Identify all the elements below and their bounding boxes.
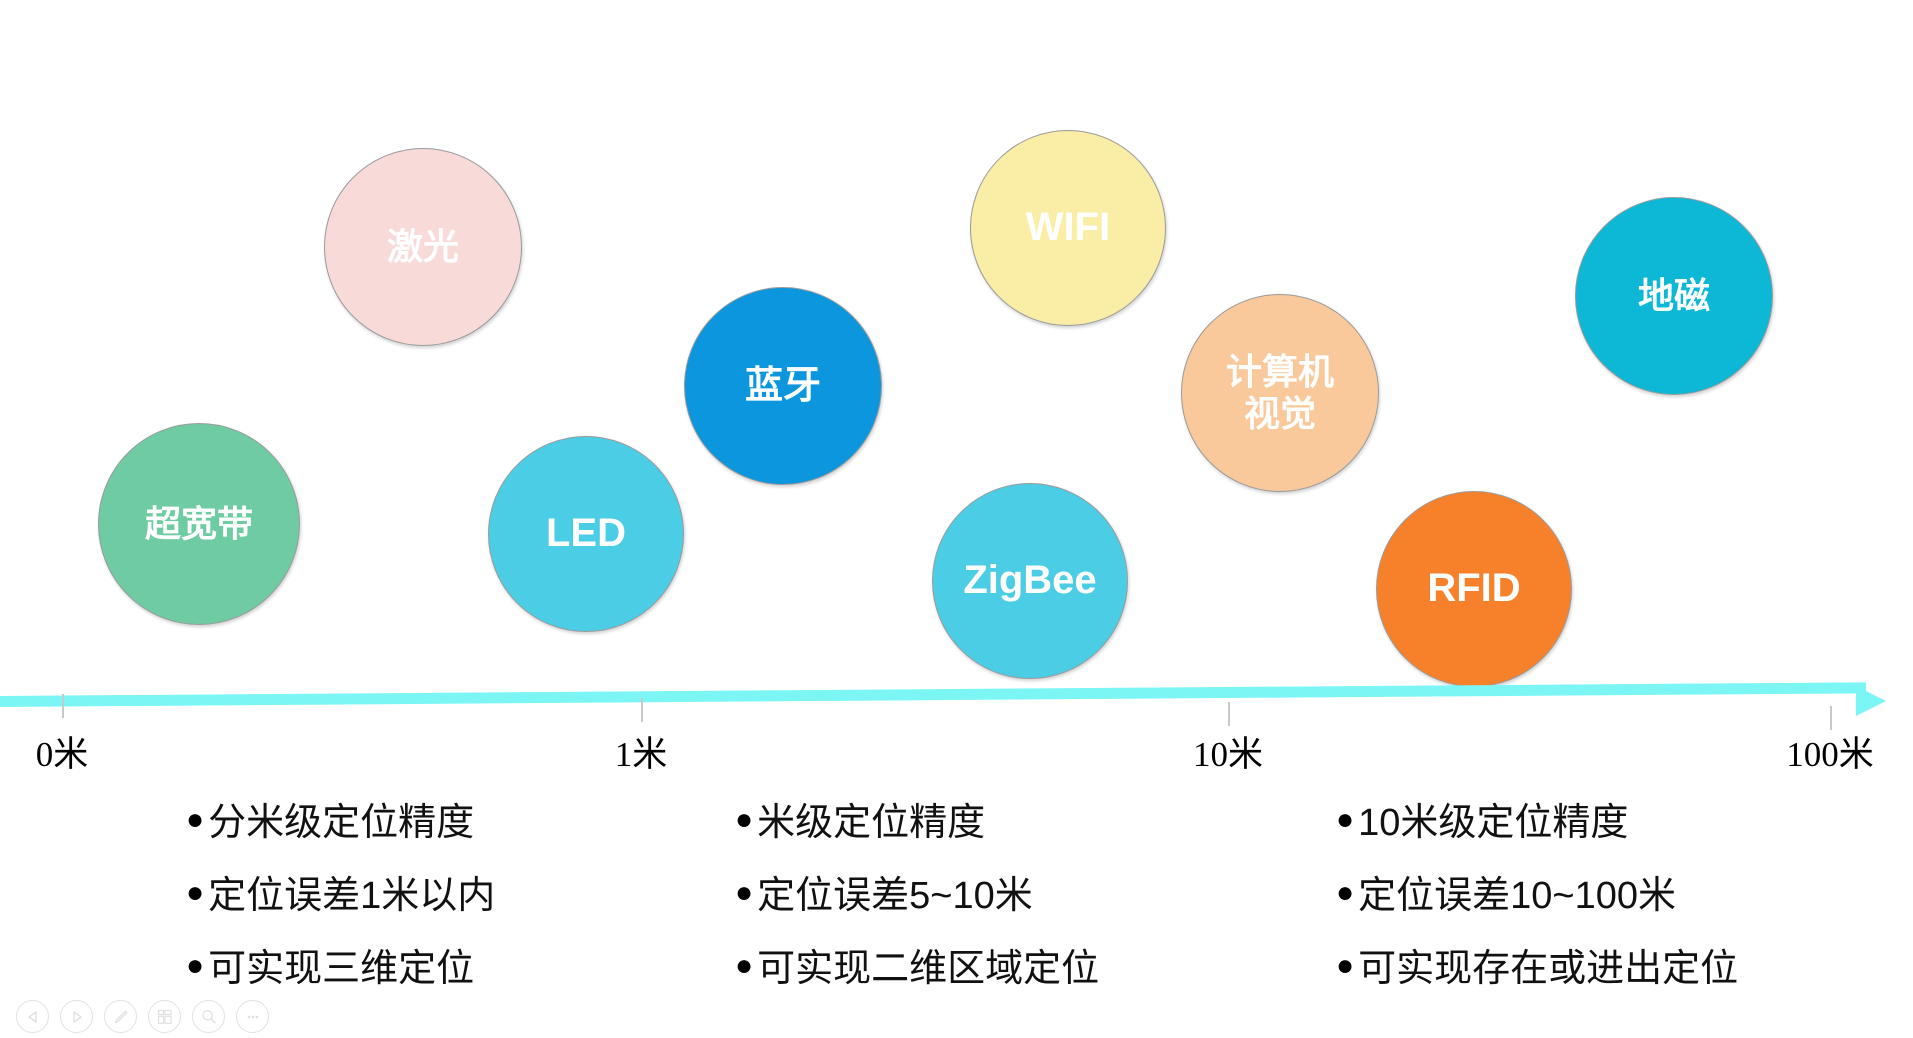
- axis-tick: [641, 698, 643, 723]
- slide-grid-button[interactable]: [148, 1000, 181, 1033]
- bullet-dot-icon: ●: [186, 876, 205, 909]
- bullet-dot-icon: ●: [186, 803, 205, 836]
- bubble-6[interactable]: ZigBee: [932, 483, 1128, 679]
- bubble-label: 激光: [386, 225, 459, 267]
- bubble-4[interactable]: 蓝牙: [684, 287, 882, 485]
- magnifier-icon: [199, 1007, 219, 1027]
- zoom-button[interactable]: [192, 1000, 225, 1033]
- axis-tick: [62, 694, 64, 719]
- bubble-2[interactable]: 激光: [324, 148, 522, 346]
- bullet-text: 定位误差5~10米: [757, 875, 1033, 917]
- bullet-text: 定位误差10~100米: [1358, 875, 1676, 917]
- play-slideshow-button[interactable]: [60, 1000, 93, 1033]
- ellipsis-icon: [243, 1007, 263, 1027]
- previous-slide-button[interactable]: [16, 1000, 49, 1033]
- more-options-button[interactable]: [236, 1000, 269, 1033]
- bubble-label: WIFI: [1025, 205, 1111, 250]
- bullet-dot-icon: ●: [735, 803, 754, 836]
- axis-line: [0, 682, 1866, 707]
- axis-arrowhead: [1856, 686, 1886, 716]
- axis-tick: [1228, 702, 1230, 727]
- bullet-item: ●定位误差10~100米: [1336, 873, 1738, 946]
- bullet-item: ●米级定位精度: [735, 800, 1099, 873]
- bullet-item: ●10米级定位精度: [1336, 800, 1738, 873]
- bubble-label: 计算机 视觉: [1225, 350, 1334, 434]
- bullet-text: 可实现二维区域定位: [757, 948, 1100, 990]
- bubble-5[interactable]: WIFI: [970, 130, 1166, 326]
- pen-tool-button[interactable]: [104, 1000, 137, 1033]
- annotation-column-3: ●10米级定位精度●定位误差10~100米●可实现存在或进出定位: [1336, 800, 1738, 1019]
- axis-tick-label: 10米: [1192, 735, 1264, 774]
- bullet-text: 分米级定位精度: [208, 802, 475, 844]
- bullet-dot-icon: ●: [186, 949, 205, 982]
- bubble-1[interactable]: 超宽带: [98, 423, 300, 625]
- bullet-item: ●定位误差1米以内: [186, 873, 495, 946]
- bullet-item: ●定位误差5~10米: [735, 873, 1099, 946]
- bullet-text: 可实现存在或进出定位: [1358, 948, 1739, 990]
- bubble-7[interactable]: 计算机 视觉: [1181, 294, 1379, 492]
- bubble-label: RFID: [1427, 566, 1521, 611]
- axis-tick-label: 1米: [614, 735, 668, 774]
- bubble-label: LED: [546, 511, 626, 556]
- grid-slides-icon: [155, 1007, 175, 1027]
- bubble-9[interactable]: 地磁: [1575, 197, 1773, 395]
- bullet-item: ●分米级定位精度: [186, 800, 495, 873]
- bullet-item: ●可实现三维定位: [186, 946, 495, 1019]
- triangle-left-icon: [24, 1008, 42, 1026]
- bubble-8[interactable]: RFID: [1376, 491, 1572, 687]
- pen-icon: [111, 1007, 131, 1027]
- presentation-toolbar[interactable]: [16, 1000, 269, 1033]
- bullet-text: 米级定位精度: [757, 802, 986, 844]
- bullet-text: 定位误差1米以内: [208, 875, 496, 917]
- bullet-dot-icon: ●: [735, 949, 754, 982]
- bubble-label: 蓝牙: [744, 364, 821, 407]
- bullet-item: ●可实现存在或进出定位: [1336, 946, 1738, 1019]
- bullet-item: ●可实现二维区域定位: [735, 946, 1099, 1019]
- annotation-column-2: ●米级定位精度●定位误差5~10米●可实现二维区域定位: [735, 800, 1099, 1019]
- bubble-label: 地磁: [1637, 274, 1710, 316]
- bullet-dot-icon: ●: [1336, 949, 1355, 982]
- axis-tick: [1830, 706, 1832, 731]
- bubble-label: ZigBee: [963, 558, 1097, 603]
- timeline-axis: [0, 682, 1913, 731]
- axis-tick-label: 100米: [1786, 735, 1874, 774]
- annotation-column-1: ●分米级定位精度●定位误差1米以内●可实现三维定位: [186, 800, 495, 1019]
- axis-tick-label: 0米: [35, 735, 89, 774]
- bullet-text: 可实现三维定位: [208, 948, 475, 990]
- bullet-dot-icon: ●: [1336, 803, 1355, 836]
- bullet-dot-icon: ●: [1336, 876, 1355, 909]
- bullet-dot-icon: ●: [735, 876, 754, 909]
- triangle-right-icon: [68, 1008, 86, 1026]
- bubble-label: 超宽带: [144, 502, 253, 544]
- bubble-3[interactable]: LED: [488, 436, 684, 632]
- bullet-text: 10米级定位精度: [1358, 802, 1629, 844]
